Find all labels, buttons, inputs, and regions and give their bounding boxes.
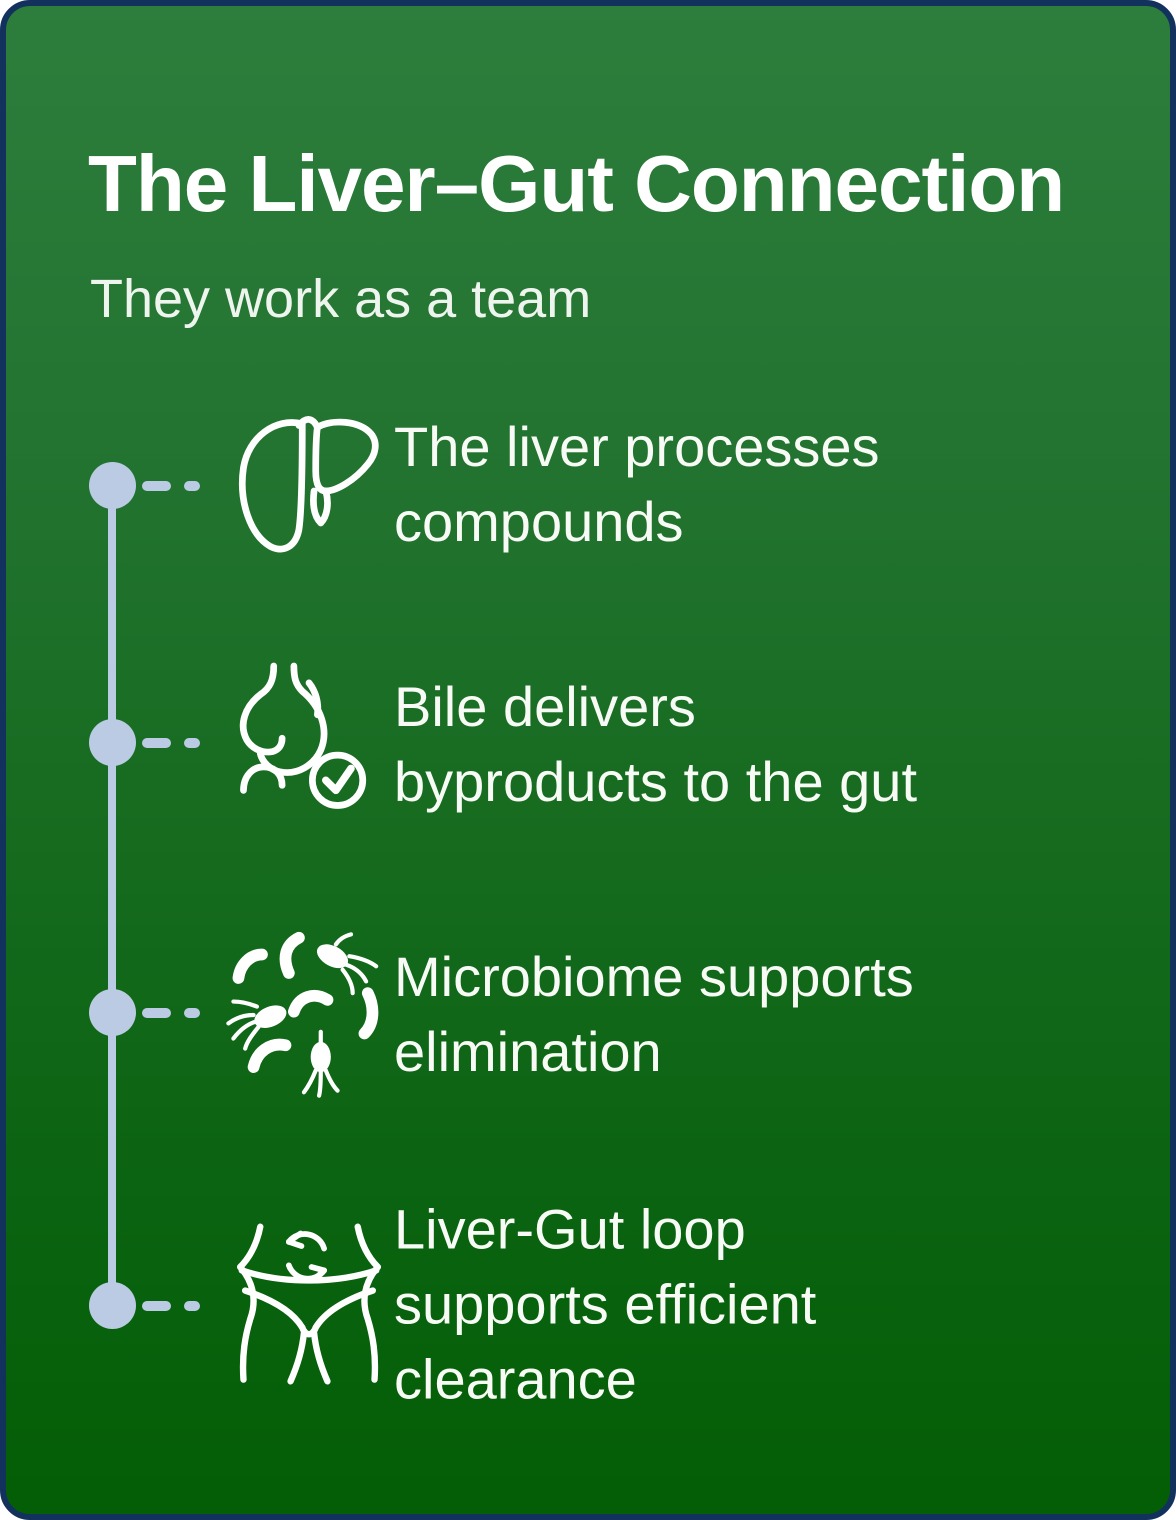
timeline-node [89, 462, 136, 509]
timeline-node [89, 1282, 136, 1329]
timeline-item-text: Liver-Gut loop supports efficient cleara… [394, 1197, 817, 1411]
timeline-dash [184, 1301, 200, 1311]
timeline-dash [142, 481, 171, 491]
timeline-dash [184, 738, 200, 748]
timeline-item-text: The liver processes compounds [394, 414, 880, 553]
timeline-line [108, 485, 116, 1305]
timeline-item-text: Bile delivers byproducts to the gut [394, 674, 918, 813]
microbiome-icon [225, 931, 393, 1099]
page-subtitle: They work as a team [90, 269, 592, 329]
timeline-dash [142, 1301, 171, 1311]
timeline-node [89, 989, 136, 1036]
timeline-node [89, 719, 136, 766]
timeline-dash [184, 481, 200, 491]
liver-icon [225, 402, 393, 570]
stomach-check-icon [225, 661, 393, 829]
timeline-dash [142, 738, 171, 748]
timeline-dash [142, 1008, 171, 1018]
timeline-item-text: Microbiome supports elimination [394, 944, 914, 1083]
waist-loop-icon [225, 1220, 393, 1388]
timeline-dash [184, 1008, 200, 1018]
page-title: The Liver–Gut Connection [88, 139, 1065, 228]
